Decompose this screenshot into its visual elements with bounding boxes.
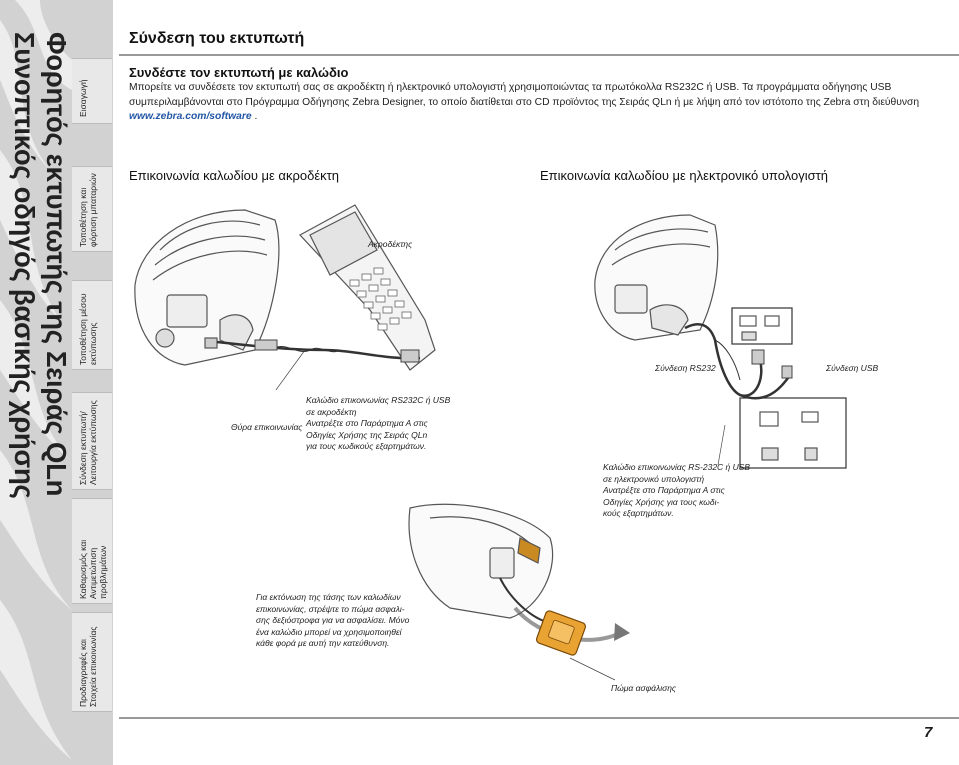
footer-divider	[119, 717, 959, 719]
terminal-label: Ακροδέκτης	[368, 239, 413, 249]
cable-caption-line: σε ακροδέκτη	[306, 406, 357, 417]
sidebar-title-line-2: Συνοπτικός οδηγός βασικής χρήσης	[9, 32, 40, 499]
tab-label: Σύνδεση εκτυπωτή/Λειτουργία εκτύπωσης	[78, 400, 98, 485]
cable-caption-line: Ανατρέξτε στο Παράρτημα Α στις	[306, 418, 428, 428]
tab-batteries[interactable]: Τοποθέτηση και φόρτιση μπαταριών	[72, 166, 112, 252]
tab-troubleshooting[interactable]: Καθαρισμός και Αντιμετώπιση προβλημάτων	[72, 498, 112, 604]
software-link[interactable]: www.zebra.com/software	[129, 111, 252, 123]
tab-media[interactable]: Τοποθέτηση μέσου εκτύπωσης	[72, 280, 112, 370]
cable-caption-line: Καλώδιο επικοινωνίας RS-232C ή USB	[603, 462, 751, 472]
terminal-cable-caption: Καλώδιο επικοινωνίας RS232C ή USB σε ακρ…	[306, 395, 450, 453]
tab-introduction[interactable]: Εισαγωγή	[72, 58, 112, 124]
cable-caption-line: σε ηλεκτρονικό υπολογιστή	[603, 473, 705, 484]
lock-cap-icon	[535, 610, 587, 656]
tab-connection[interactable]: Σύνδεση εκτυπωτή/Λειτουργία εκτύπωσης	[72, 392, 112, 490]
lock-cap-label: Πώμα ασφάλισης	[611, 683, 677, 693]
tab-label: Τοποθέτηση και φόρτιση μπαταριών	[78, 173, 98, 247]
computer-heading: Επικοινωνία καλωδίου με ηλεκτρονικό υπολ…	[540, 168, 828, 183]
strain-relief-note: Για εκτόνωση της τάσης των καλωδίων επικ…	[256, 592, 409, 650]
tab-label: Καθαρισμός και Αντιμετώπιση προβλημάτων	[78, 539, 108, 599]
note-line: ένα καλώδιο μπορεί να χρησιμοποιηθεί	[256, 626, 402, 637]
cable-caption-line: Οδηγίες Χρήσης για τους κωδι-	[603, 496, 720, 507]
sidebar-title-line-1: Φορητός εκτυπωτής της Σειράς QLn	[41, 32, 72, 497]
link-suffix: .	[254, 111, 258, 123]
note-line: σης δεξιόστροφα για να ασφαλίσει. Μόνο	[256, 615, 410, 625]
tab-specifications[interactable]: Προδιαγραφές και Στοιχεία επικοινωνίας	[72, 612, 112, 712]
note-line: κάθε φορά με αυτή την κατεύθυνση.	[256, 638, 390, 648]
header-divider	[119, 54, 959, 56]
cable-caption-line: Ανατρέξτε στο Παράρτημα Α στις	[603, 485, 725, 495]
terminal-heading: Επικοινωνία καλωδίου με ακροδέκτη	[129, 168, 339, 183]
tab-label: Τοποθέτηση μέσου εκτύπωσης	[78, 293, 98, 365]
note-line: Για εκτόνωση της τάσης των καλωδίων	[256, 592, 401, 602]
printer-terminal-illustration	[134, 204, 436, 390]
cable-caption-line: για τους κωδικούς εξαρτημάτων.	[306, 441, 427, 451]
strain-relief-illustration	[408, 503, 630, 681]
cable-caption-line: Καλώδιο επικοινωνίας RS232C ή USB	[306, 395, 451, 405]
computer-cable-caption: Καλώδιο επικοινωνίας RS-232C ή USB σε ηλ…	[603, 462, 750, 520]
printer-computer-illustration	[594, 214, 847, 469]
zebra-stripe-pattern	[0, 0, 72, 760]
tab-label: Προδιαγραφές και Στοιχεία επικοινωνίας	[78, 626, 98, 707]
note-line: επικοινωνίας, στρέψτε το πώμα ασφαλι-	[256, 603, 405, 614]
intro-paragraph: Μπορείτε να συνδέσετε τον εκτυπωτή σας σ…	[129, 81, 929, 125]
cable-caption-line: Οδηγίες Χρήσης της Σειράς QLn	[306, 429, 428, 440]
rs232-label: Σύνδεση RS232	[655, 363, 716, 373]
page-title: Σύνδεση του εκτυπωτή	[129, 30, 305, 47]
page-number: 7	[924, 724, 933, 741]
cable-caption-line: κούς εξαρτημάτων.	[603, 508, 674, 518]
sidebar-tabs: Εισαγωγή Τοποθέτηση και φόρτιση μπαταριώ…	[72, 0, 113, 765]
port-label: Θύρα επικοινωνίας	[231, 422, 303, 432]
usb-label: Σύνδεση USB	[826, 363, 879, 373]
sidebar-band: Φορητός εκτυπωτής της Σειράς QLn Συνοπτι…	[0, 0, 113, 765]
tab-label: Εισαγωγή	[78, 79, 88, 117]
section-heading: Συνδέστε τον εκτυπωτή με καλώδιο	[129, 65, 349, 80]
intro-text: Μπορείτε να συνδέσετε τον εκτυπωτή σας σ…	[129, 82, 920, 108]
